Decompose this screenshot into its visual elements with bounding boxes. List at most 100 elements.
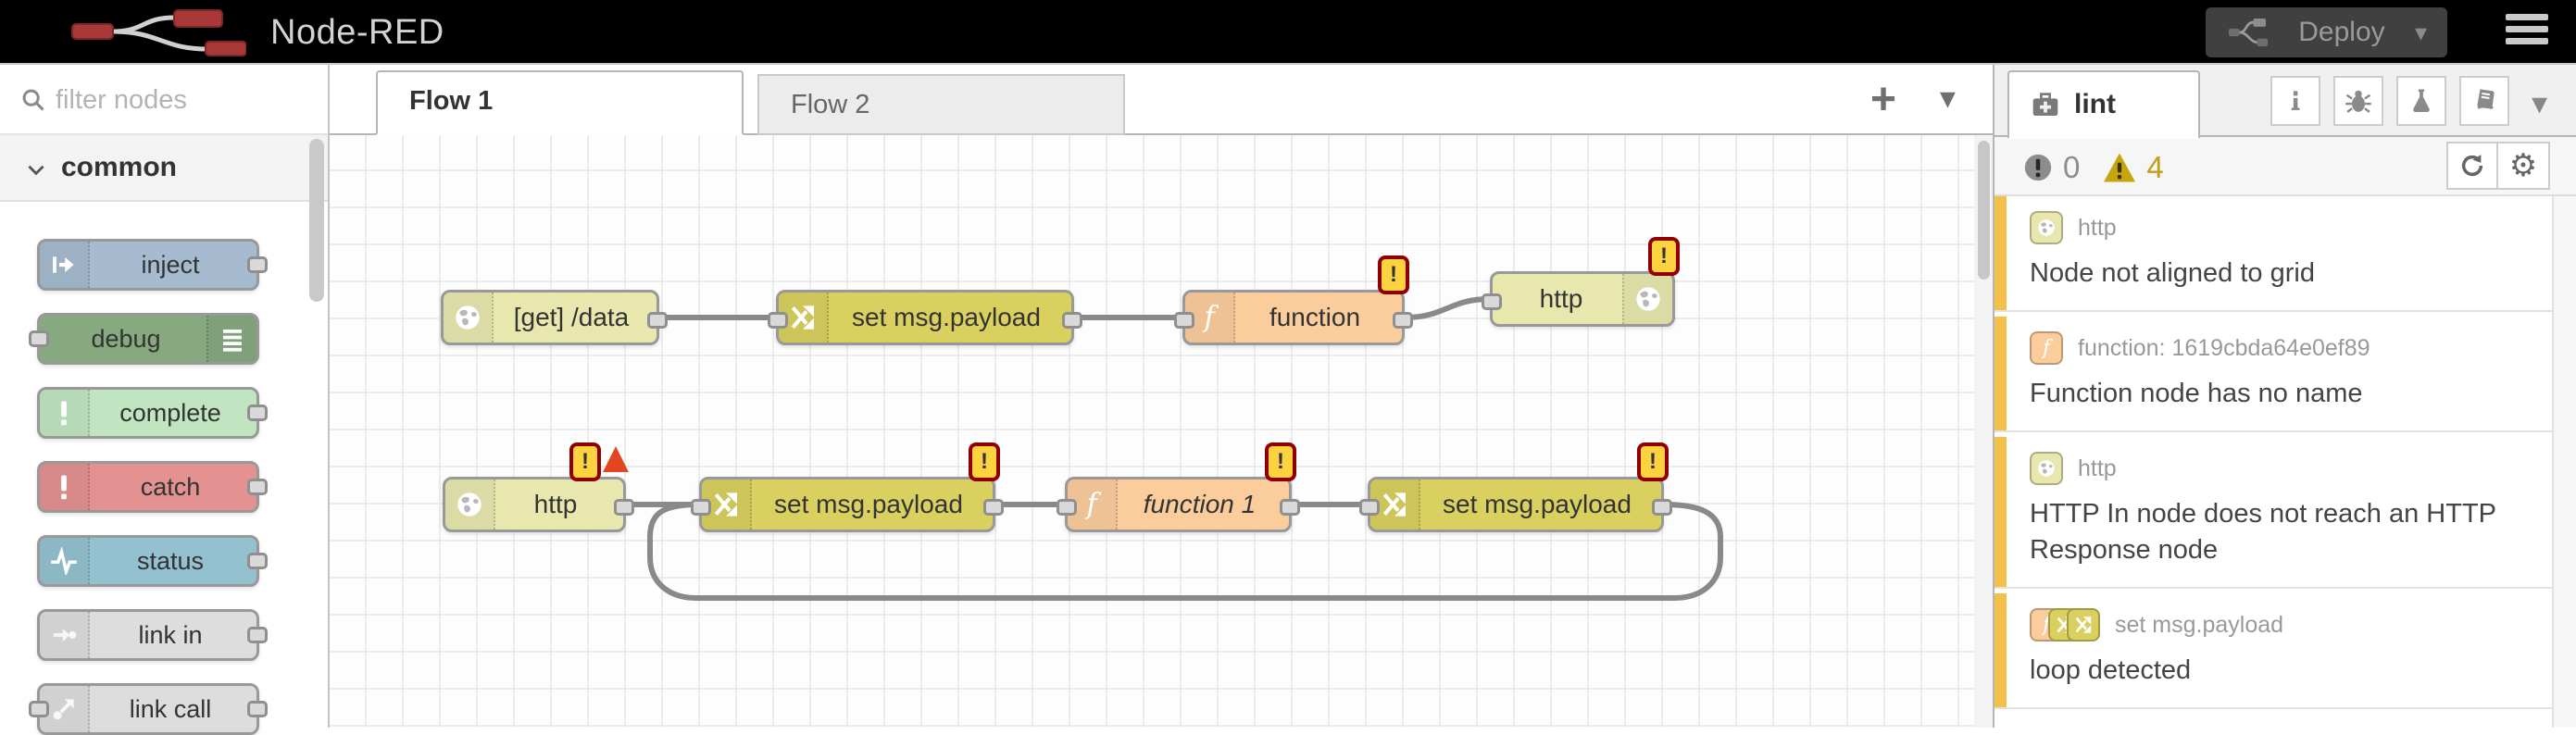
input-port[interactable] <box>691 499 711 516</box>
flask-icon <box>2413 89 2430 113</box>
output-port[interactable] <box>247 553 268 569</box>
palette-sidebar: common inject debug complete catch statu… <box>0 65 330 735</box>
node-change-2[interactable]: set msg.payload! <box>691 442 1004 532</box>
node-http-in-get-data[interactable]: [get] /data <box>441 290 668 345</box>
palette-node-label: inject <box>141 250 200 279</box>
palette-node-inject[interactable]: inject <box>37 239 268 291</box>
palette-node-label: complete <box>119 398 221 427</box>
flow-tab-bar: Flow 1 Flow 2 + ▾ <box>330 65 1993 135</box>
output-port[interactable] <box>983 499 1004 516</box>
app-title: Node-RED <box>270 13 444 52</box>
info-icon <box>2291 91 2300 110</box>
input-port[interactable] <box>768 312 788 329</box>
svg-text:f: f <box>1084 490 1101 519</box>
output-port[interactable] <box>614 499 634 516</box>
output-port[interactable] <box>247 627 268 643</box>
sidebar-tab-book[interactable] <box>2459 76 2509 126</box>
node-change-3[interactable]: set msg.payload! <box>1359 442 1672 532</box>
output-port[interactable] <box>247 405 268 421</box>
palette-node-debug[interactable]: debug <box>29 313 259 365</box>
output-port[interactable] <box>1062 312 1082 329</box>
input-port[interactable] <box>29 330 49 347</box>
palette-scrollbar[interactable] <box>309 139 324 302</box>
sidebar-tab-lint-label: lint <box>2074 89 2116 119</box>
palette-node-catch[interactable]: catch <box>37 461 268 513</box>
node-change-1[interactable]: set msg.payload <box>768 290 1082 345</box>
wire[interactable] <box>1402 296 1493 320</box>
palette-node-status[interactable]: status <box>37 535 268 587</box>
debug-icon <box>206 316 256 362</box>
node-label: [get] /data <box>513 303 630 331</box>
node-label: function 1 <box>1143 490 1257 518</box>
lint-issue-message: Node not aligned to grid <box>2030 258 2315 288</box>
input-port[interactable] <box>1057 499 1077 516</box>
chevron-down-icon <box>28 165 44 176</box>
sidebar-tab-bug[interactable] <box>2333 76 2383 126</box>
palette-node-link-in[interactable]: link in <box>37 609 268 661</box>
node-http-response[interactable]: http! <box>1482 237 1680 327</box>
sidebar-tabs-caret-icon[interactable]: ▾ <box>2532 86 2548 121</box>
error-triangle-icon <box>603 446 629 472</box>
lint-toolbar-buttons: ⚙ <box>2446 142 2550 190</box>
deploy-options-caret-icon[interactable]: ▾ <box>2414 18 2427 46</box>
deploy-icon <box>2228 19 2269 46</box>
node-chip-globe <box>2030 211 2063 244</box>
sidebar-scrollbar-track <box>2552 196 2576 728</box>
sidebar-tab-lint[interactable]: lint <box>2007 70 2200 139</box>
canvas-scrollbar[interactable] <box>1978 141 1990 280</box>
node-http-in-2[interactable]: http! <box>443 442 634 532</box>
palette-node-link-call[interactable]: link call <box>29 683 268 735</box>
node-label: set msg.payload <box>774 490 963 518</box>
sidebar-tab-flask[interactable] <box>2396 76 2446 126</box>
deploy-button[interactable]: Deploy ▾ <box>2206 7 2447 57</box>
palette-node-complete[interactable]: complete <box>37 387 268 439</box>
add-flow-button[interactable]: + <box>1869 75 1896 124</box>
tab-flow-1[interactable]: Flow 1 <box>376 70 744 135</box>
hamburger-icon <box>2506 14 2548 20</box>
flow-list-caret-icon[interactable]: ▾ <box>1939 81 1956 116</box>
flow-wires <box>625 296 1723 601</box>
warning-triangle-icon <box>2104 153 2136 182</box>
lint-issue-header: http <box>2030 452 2530 485</box>
wire[interactable] <box>647 502 1723 601</box>
sidebar-tab-info[interactable] <box>2270 76 2320 126</box>
input-port[interactable] <box>1482 293 1502 310</box>
output-port[interactable] <box>1393 312 1413 329</box>
change-icon <box>1370 480 1420 529</box>
palette-node-label: catch <box>140 472 201 501</box>
input-port[interactable] <box>1174 312 1194 329</box>
warning-badge-icon: ! <box>969 442 1000 481</box>
node-label: function <box>1269 303 1361 331</box>
search-input[interactable] <box>56 78 306 122</box>
output-port[interactable] <box>1280 499 1300 516</box>
tab-label: Flow 2 <box>791 90 870 119</box>
output-port[interactable] <box>247 701 268 717</box>
settings-button[interactable]: ⚙ <box>2498 142 2550 190</box>
tab-flow-2[interactable]: Flow 2 <box>757 74 1125 135</box>
gear-icon: ⚙ <box>2508 148 2538 183</box>
input-port[interactable] <box>29 701 49 717</box>
output-port[interactable] <box>247 479 268 495</box>
lint-issue-header: f set msg.payload <box>2030 608 2530 642</box>
canvas-scrollbar-track <box>1974 135 1993 728</box>
globe-icon <box>1622 274 1672 324</box>
input-port[interactable] <box>1359 499 1380 516</box>
output-port[interactable] <box>247 256 268 273</box>
main-menu-button[interactable] <box>2506 14 2548 50</box>
refresh-button[interactable] <box>2446 142 2498 190</box>
globe-icon <box>444 293 494 343</box>
lint-issue-message: HTTP In node does not reach an HTTP Resp… <box>2030 499 2496 565</box>
output-port[interactable] <box>647 312 668 329</box>
book-icon <box>2477 89 2495 109</box>
output-port[interactable] <box>1652 499 1672 516</box>
palette-category-common[interactable]: common <box>0 135 328 202</box>
